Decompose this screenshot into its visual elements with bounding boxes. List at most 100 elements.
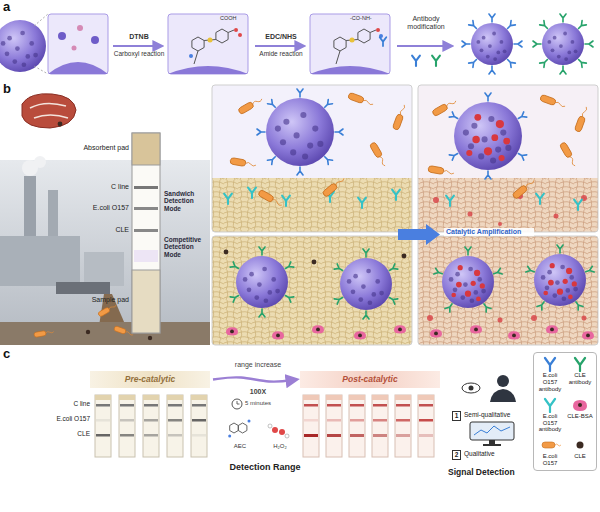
panel-a-illustration bbox=[91, 36, 99, 44]
sandwich-after bbox=[418, 85, 598, 232]
legend-sample bbox=[539, 397, 561, 413]
sandwich-after bbox=[433, 197, 439, 203]
sandwich-before bbox=[322, 176, 346, 198]
competitive-before bbox=[354, 331, 366, 339]
monitor-icon bbox=[483, 444, 501, 446]
sandwich-before bbox=[392, 190, 400, 200]
test-strip bbox=[134, 186, 158, 189]
node-text: Post-catalytic bbox=[342, 375, 397, 384]
panel-a-illustration bbox=[358, 29, 370, 43]
observer-icon bbox=[462, 383, 480, 393]
reagent-label: DTNB bbox=[112, 33, 166, 41]
step-label: Catalytic Amplification bbox=[444, 228, 534, 236]
sandwich-after bbox=[428, 165, 455, 176]
pre-strips bbox=[96, 419, 110, 422]
competitive-before bbox=[230, 262, 240, 271]
amplification-arrow bbox=[398, 224, 440, 245]
competitive-before bbox=[212, 236, 412, 345]
mode-label: Sandwich Detection Mode bbox=[164, 190, 211, 212]
field-scene bbox=[0, 156, 210, 345]
aec-molecule bbox=[248, 420, 251, 423]
strip-part-label: CLE bbox=[66, 226, 129, 234]
aec-molecule bbox=[238, 423, 247, 433]
pre-strips bbox=[191, 395, 207, 400]
clock-icon bbox=[232, 399, 242, 409]
panel-a-illustration bbox=[533, 41, 541, 47]
post-strips bbox=[395, 395, 411, 457]
post-strips bbox=[395, 395, 411, 457]
sandwich-after bbox=[485, 171, 491, 179]
sandwich-after bbox=[418, 85, 598, 232]
competitive-after bbox=[434, 268, 443, 276]
panel-a-illustration bbox=[585, 41, 593, 47]
stage-band: Post-catalytic bbox=[300, 371, 440, 388]
pre-strips bbox=[168, 434, 182, 437]
competitive-after bbox=[546, 325, 558, 333]
sandwich-after bbox=[446, 196, 454, 206]
tile-frame bbox=[212, 85, 412, 232]
panel-a-illustration bbox=[192, 37, 204, 51]
pre-strips bbox=[167, 395, 183, 457]
legend-item: CLE-BSA bbox=[566, 397, 594, 434]
process-arrow bbox=[213, 377, 297, 381]
antibody-icon bbox=[545, 399, 555, 412]
pre-strips bbox=[144, 434, 158, 437]
competitive-after bbox=[508, 331, 520, 339]
pre-strips bbox=[167, 395, 183, 457]
sandwich-before bbox=[224, 194, 232, 204]
legend-text: CLE bbox=[566, 453, 594, 460]
panel-letter: c bbox=[3, 347, 17, 362]
sandwich-after bbox=[449, 93, 526, 179]
sandwich-after bbox=[454, 102, 522, 170]
legend-sample bbox=[539, 356, 561, 372]
sandwich-before bbox=[212, 178, 412, 232]
competitive-before bbox=[259, 309, 265, 317]
sandwich-after bbox=[536, 194, 544, 204]
competitive-before bbox=[334, 295, 344, 304]
post-strips bbox=[326, 395, 342, 457]
sandwich-after bbox=[485, 93, 491, 101]
competitive-before bbox=[236, 256, 288, 308]
field-scene bbox=[0, 160, 210, 345]
field-scene bbox=[56, 282, 110, 294]
panel-a-illustration bbox=[540, 21, 550, 31]
monitor-icon bbox=[470, 422, 514, 440]
pre-strips bbox=[168, 419, 182, 422]
field-scene bbox=[98, 303, 118, 317]
sandwich-before bbox=[267, 99, 277, 109]
reagent-label: EDC/NHS bbox=[254, 33, 308, 41]
pre-strips bbox=[143, 395, 159, 457]
group-label: COOH bbox=[220, 15, 247, 21]
sandwich-before bbox=[248, 188, 256, 198]
panel-a-illustration bbox=[238, 33, 242, 37]
sandwich-before bbox=[297, 167, 303, 175]
strip-line-label: E.coli O157 bbox=[28, 415, 90, 422]
panel-a-illustration bbox=[310, 66, 390, 74]
competitive-after bbox=[418, 236, 598, 345]
h2o2-molecule bbox=[285, 434, 289, 438]
step-label: Carboxyl reaction bbox=[106, 50, 172, 57]
panel-a-illustration bbox=[194, 51, 198, 64]
panel-a-illustration bbox=[542, 23, 584, 65]
competitive-before bbox=[272, 331, 284, 339]
post-strips bbox=[304, 434, 318, 437]
sandwich-after bbox=[468, 212, 473, 217]
competitive-before bbox=[394, 325, 406, 333]
panel-a-illustration bbox=[48, 62, 108, 74]
strip-part-label: E.coli O157 bbox=[66, 204, 129, 212]
meat bbox=[22, 94, 76, 128]
h2o2-molecule bbox=[268, 424, 289, 438]
panel-a-illustration bbox=[216, 29, 228, 43]
monitor-icon bbox=[474, 426, 510, 435]
legend-sample bbox=[539, 437, 561, 453]
post-strips bbox=[372, 395, 388, 457]
competitive-before bbox=[363, 249, 369, 257]
competitive-after bbox=[534, 254, 586, 306]
pre-strips bbox=[192, 434, 206, 437]
antibody-icon bbox=[575, 358, 585, 371]
competitive-before bbox=[284, 293, 294, 302]
panel-a-illustration bbox=[168, 14, 248, 74]
meat bbox=[30, 103, 68, 118]
meat bbox=[58, 122, 63, 127]
legend-text: CLE-BSA bbox=[566, 413, 594, 420]
